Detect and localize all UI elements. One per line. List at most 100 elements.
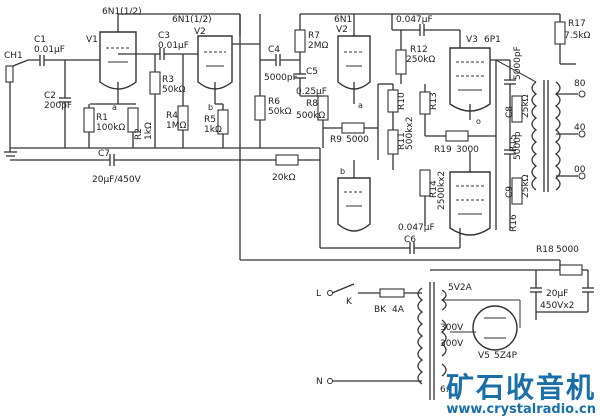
svg-text:o: o [476,117,481,126]
svg-text:0.047μF: 0.047μF [398,223,435,233]
svg-text:R2: R2 [134,128,144,140]
svg-text:300V: 300V [440,323,464,333]
tube-v3-upper [449,47,491,112]
resistor-r16 [511,177,523,205]
svg-text:200pF: 200pF [44,101,72,111]
svg-text:80: 80 [574,79,586,89]
svg-text:450Vx2: 450Vx2 [540,301,574,311]
svg-text:50kΩ: 50kΩ [268,107,292,117]
svg-text:b: b [340,167,345,176]
svg-text:R15: R15 [509,134,519,152]
svg-text:00: 00 [574,165,586,175]
svg-text:R5: R5 [204,115,216,125]
svg-text:0.25μF: 0.25μF [296,87,327,97]
resistor-r19 [445,130,469,142]
svg-text:R3: R3 [162,75,174,85]
svg-text:R19: R19 [434,145,452,155]
watermark-url: www.crystalradio.cn [446,402,596,417]
tube-v5-rectifier [472,305,518,351]
svg-text:300V: 300V [440,339,464,349]
svg-text:1kΩ: 1kΩ [144,122,154,140]
terminal-00 [578,172,586,180]
svg-text:5000pF: 5000pF [513,46,523,80]
svg-text:R16: R16 [509,214,519,232]
switch-k [331,283,355,294]
svg-text:R13: R13 [429,92,439,110]
svg-text:a: a [358,101,363,110]
svg-text:6P1: 6P1 [484,35,501,45]
svg-text:V1: V1 [86,35,98,45]
svg-text:4A: 4A [392,305,405,315]
resistor-r1 [83,107,95,133]
svg-text:0.047μF: 0.047μF [396,15,433,25]
tube-v2-lower [337,177,371,232]
svg-text:1kΩ: 1kΩ [204,125,222,135]
svg-text:C7: C7 [98,149,110,159]
tube-v1 [99,31,137,90]
svg-text:100kΩ: 100kΩ [96,123,125,133]
svg-text:1MΩ: 1MΩ [166,121,186,131]
svg-text:b: b [208,103,213,112]
resistor-r6 [254,95,266,121]
svg-text:0.01μF: 0.01μF [158,41,189,51]
tube-v3-lower [449,171,491,236]
svg-text:R17: R17 [568,19,586,29]
svg-text:C6: C6 [404,235,416,245]
svg-text:C4: C4 [268,45,280,55]
watermark: 矿石收音机 www.crystalradio.cn [446,373,596,417]
svg-text:C1: C1 [34,35,46,45]
svg-text:5000: 5000 [556,245,579,255]
output-transformer-secondary [554,81,561,191]
terminal-40 [578,130,586,138]
label-ch1: CH1 [4,51,23,61]
svg-text:6N1(1/2): 6N1(1/2) [102,7,142,17]
fuse-bk [379,288,405,298]
svg-text:V2: V2 [336,25,348,35]
svg-text:R7: R7 [308,31,320,41]
resistor-r3 [149,71,161,95]
svg-text:V3: V3 [466,35,478,45]
svg-text:C5: C5 [306,67,318,77]
svg-text:20μF/450V: 20μF/450V [92,175,142,185]
svg-text:K: K [346,297,353,307]
svg-text:R9: R9 [330,135,342,145]
tube-v2-upper [337,35,371,90]
svg-text:6.: 6. [440,385,449,395]
svg-text:5V2A: 5V2A [448,283,473,293]
svg-text:R1: R1 [96,113,108,123]
svg-text:25kΩ: 25kΩ [521,94,531,118]
svg-text:5000p: 5000p [513,131,523,160]
svg-text:C3: C3 [158,31,170,41]
svg-text:7.5kΩ: 7.5kΩ [564,31,591,41]
resistor-20k [275,154,299,166]
svg-text:6N1: 6N1 [334,15,352,25]
svg-text:2MΩ: 2MΩ [308,41,328,51]
svg-text:R18: R18 [536,245,554,255]
svg-text:N: N [316,377,323,387]
svg-text:C8: C8 [505,106,515,118]
svg-text:500kΩ: 500kΩ [296,111,325,121]
terminal-80 [578,90,586,98]
svg-text:50kΩ: 50kΩ [162,85,186,95]
svg-text:R6: R6 [268,97,280,107]
svg-text:5000: 5000 [346,135,369,145]
svg-text:3000: 3000 [456,145,479,155]
input-jack-ch1 [5,65,14,83]
power-transformer-primary [417,287,424,385]
tube-v2 [197,35,233,90]
resistor-r15 [511,95,523,123]
svg-text:20kΩ: 20kΩ [272,173,296,183]
svg-text:L: L [316,289,321,299]
resistor-r9 [341,122,365,134]
svg-text:2500kx2: 2500kx2 [437,171,447,210]
svg-text:R8: R8 [306,99,318,109]
svg-text:5000pF: 5000pF [264,73,298,83]
svg-text:R10: R10 [397,92,407,110]
svg-text:R11: R11 [397,132,407,150]
svg-text:V5: V5 [478,351,490,361]
svg-text:BK: BK [374,305,387,315]
svg-text:6N1(1/2): 6N1(1/2) [172,15,212,25]
svg-text:25kΩ: 25kΩ [521,174,531,198]
svg-text:20μF: 20μF [546,289,568,299]
